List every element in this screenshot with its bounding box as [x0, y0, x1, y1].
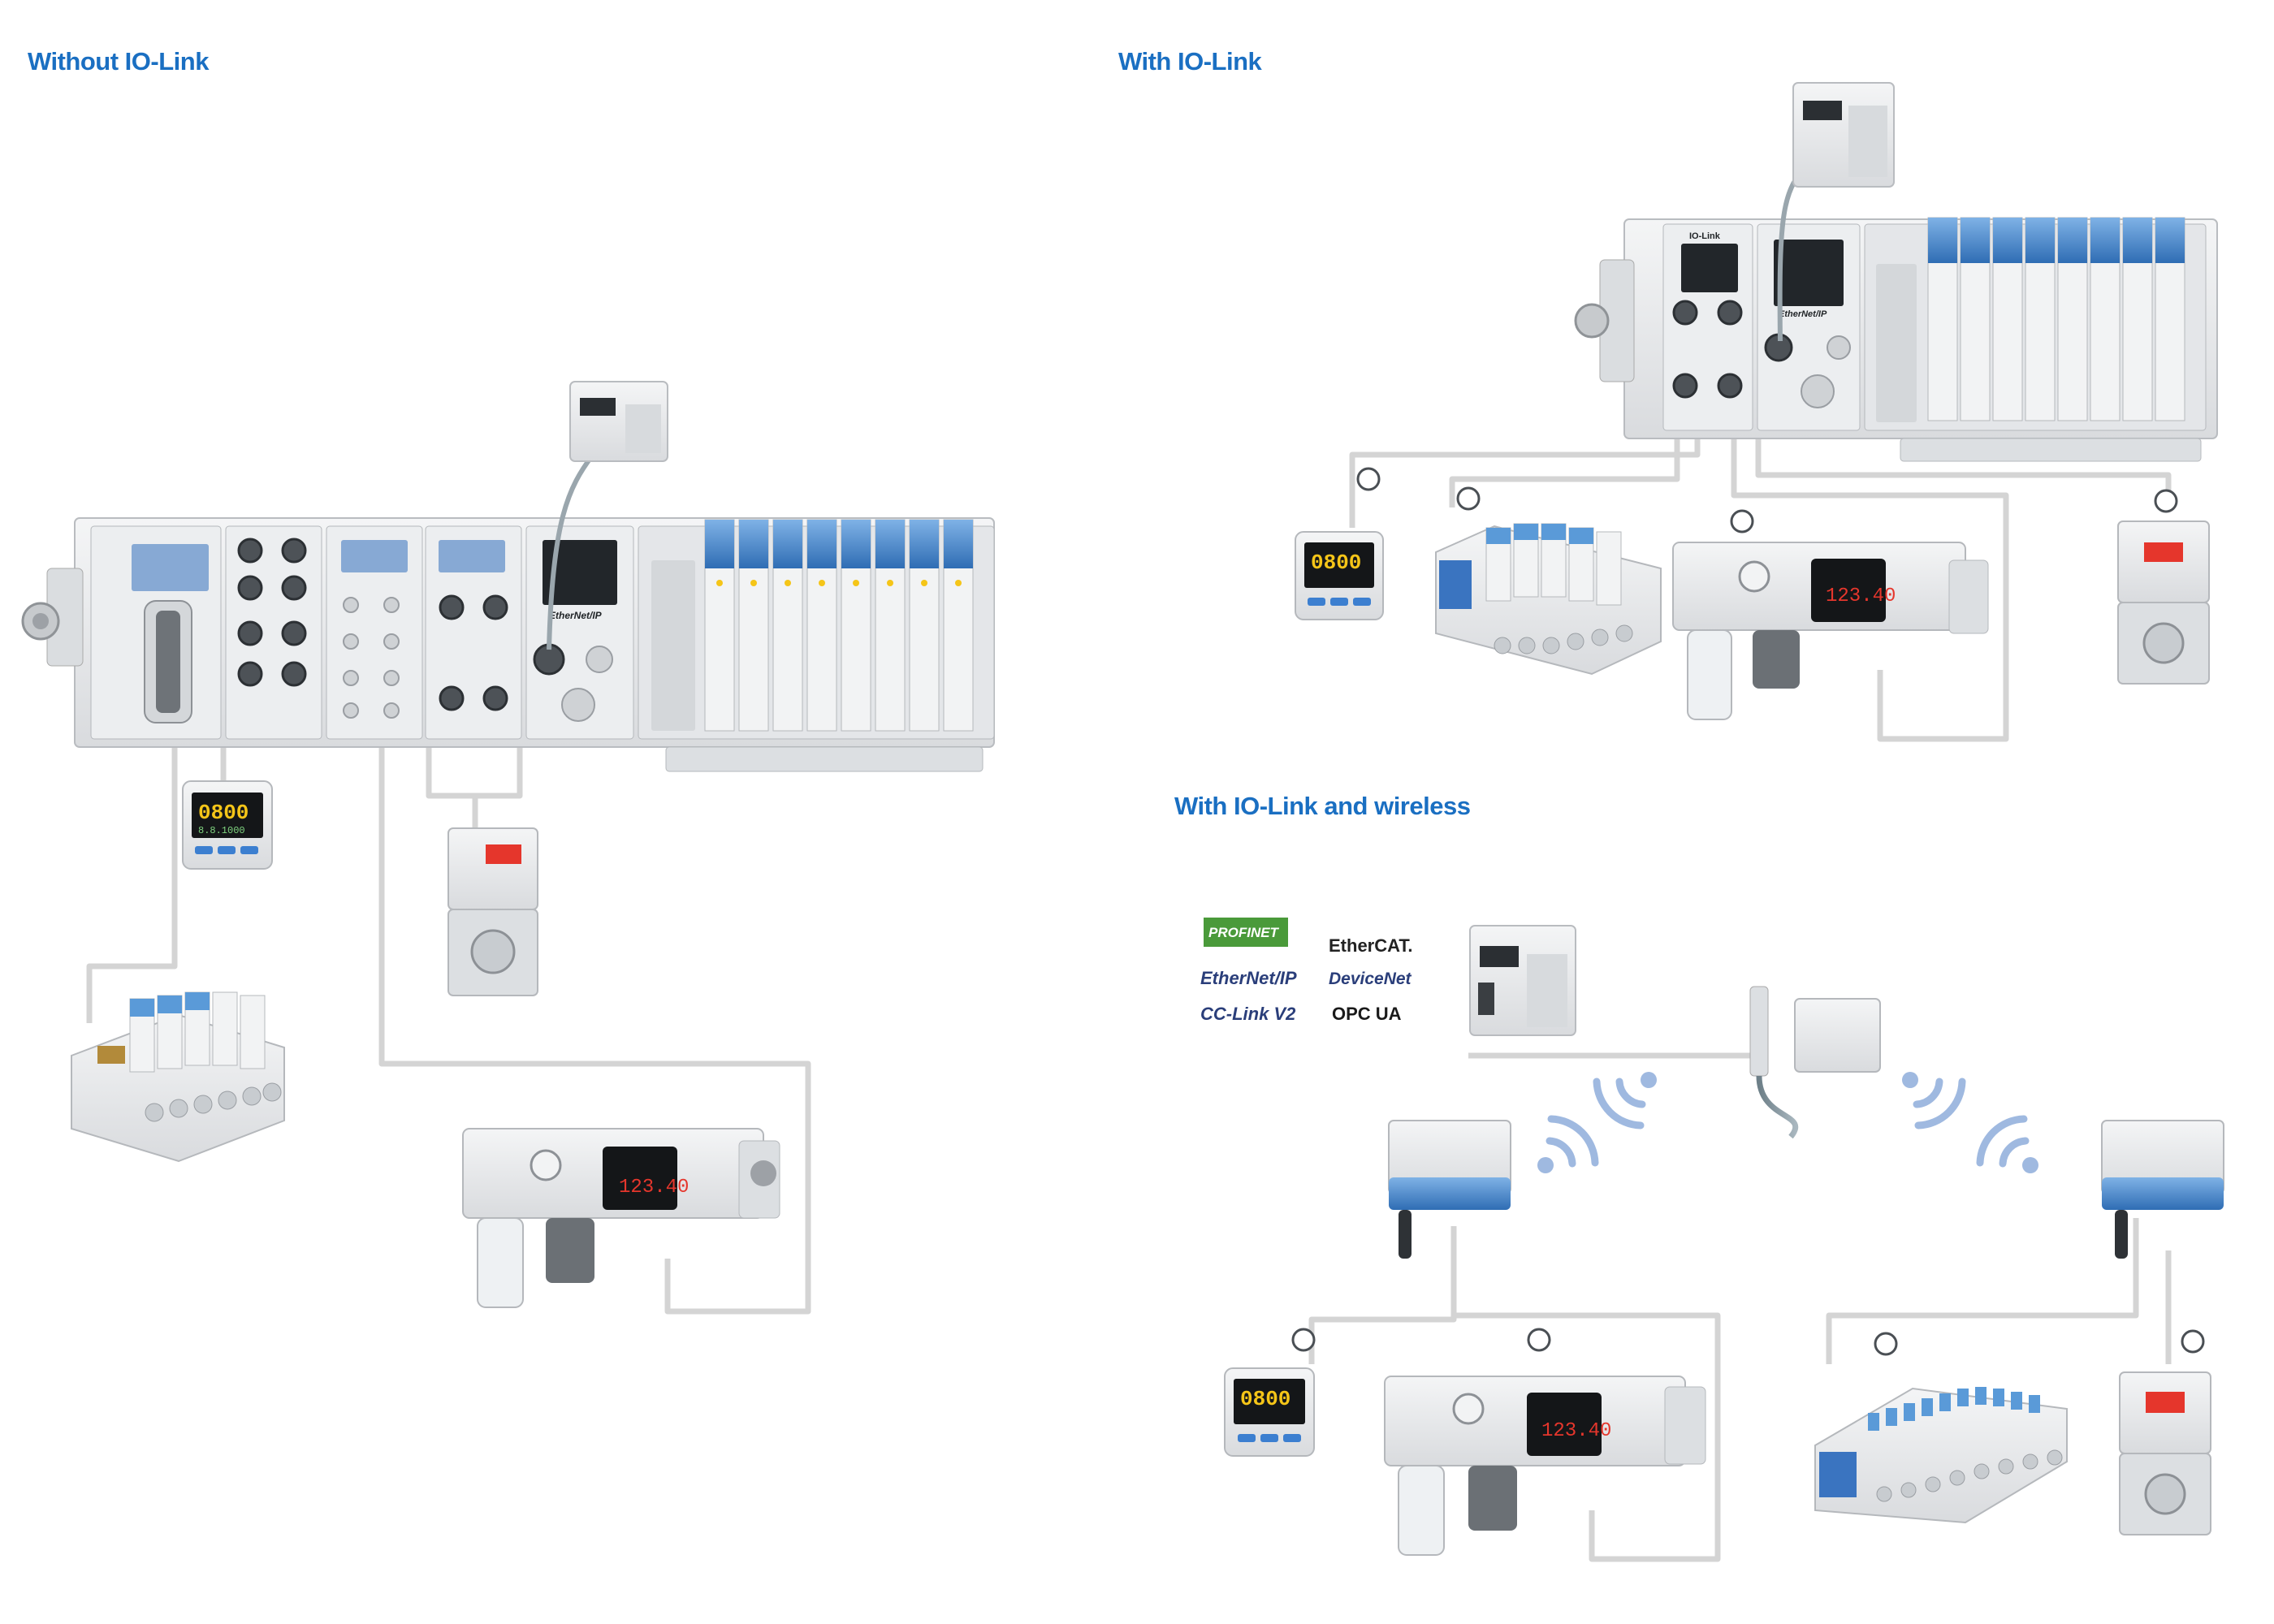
readout-flow-right: 123.40: [1826, 585, 1896, 607]
title-with-iolink: With IO-Link: [1118, 47, 1262, 76]
wireless-remote-left: [1388, 1120, 1511, 1259]
frl-unit-wireless: 123.40: [1384, 1376, 1706, 1556]
pressure-switch-left: 0800 8.8.1000: [182, 780, 273, 870]
readout-flow-left: 123.40: [619, 1177, 689, 1199]
title-iolink-wireless: With IO-Link and wireless: [1174, 792, 1471, 820]
protocol-cclink: CC-Link V2: [1200, 1004, 1296, 1024]
protocol-logos: PROFINET EtherCAT. EtherNet/IP DeviceNet…: [1200, 918, 1413, 1024]
wireless-waves: [1537, 1072, 2038, 1173]
frl-unit-left: 123.40: [462, 1128, 780, 1308]
manifold-right: IO-Link EtherNet/IP: [1574, 217, 2218, 462]
valve-manifold-wireless: [1814, 1387, 2068, 1524]
ep-regulator-left: [447, 827, 538, 996]
plc-controller-wireless: [1469, 925, 1576, 1036]
wireless-base-station: [1749, 986, 1881, 1139]
readout-sub-left: 8.8.1000: [198, 825, 245, 836]
plc-controller-right: [1777, 82, 1895, 342]
pressure-switch-right: 0800: [1295, 531, 1384, 620]
protocol-opcua: OPC UA: [1332, 1004, 1402, 1024]
gateway-label-left: EtherNet/IP: [549, 610, 603, 621]
ep-regulator-right: [2117, 520, 2210, 685]
frl-unit-right: 123.40: [1672, 542, 1989, 720]
readout-main-right: 0800: [1311, 551, 1361, 575]
valve-stations-left: [704, 519, 974, 732]
readout-flow-wireless: 123.40: [1541, 1420, 1611, 1442]
plc-controller-left: [547, 381, 668, 650]
protocol-profinet: PROFINET: [1208, 925, 1280, 940]
iolink-icons-wireless: [1291, 1328, 2205, 1356]
wireless-remote-right: [2101, 1120, 2224, 1259]
protocol-devicenet: DeviceNet: [1329, 970, 1412, 988]
readout-main-wireless: 0800: [1240, 1387, 1290, 1411]
manifold-left: EtherNet/IP: [21, 517, 995, 772]
protocol-ethernetip: EtherNet/IP: [1200, 968, 1297, 988]
readout-main-left: 0800: [198, 801, 249, 825]
protocol-ethercat: EtherCAT.: [1329, 935, 1413, 956]
valve-manifold-left: [71, 991, 285, 1163]
iolink-icons-right: [1356, 467, 2178, 533]
valve-manifold-right: [1435, 523, 1662, 676]
gateway-label-right: EtherNet/IP: [1779, 309, 1827, 319]
title-without-iolink: Without IO-Link: [28, 47, 209, 76]
iolink-module-label: IO-Link: [1689, 231, 1721, 241]
pressure-switch-wireless: 0800: [1224, 1367, 1315, 1457]
ep-regulator-wireless: [2119, 1371, 2211, 1535]
